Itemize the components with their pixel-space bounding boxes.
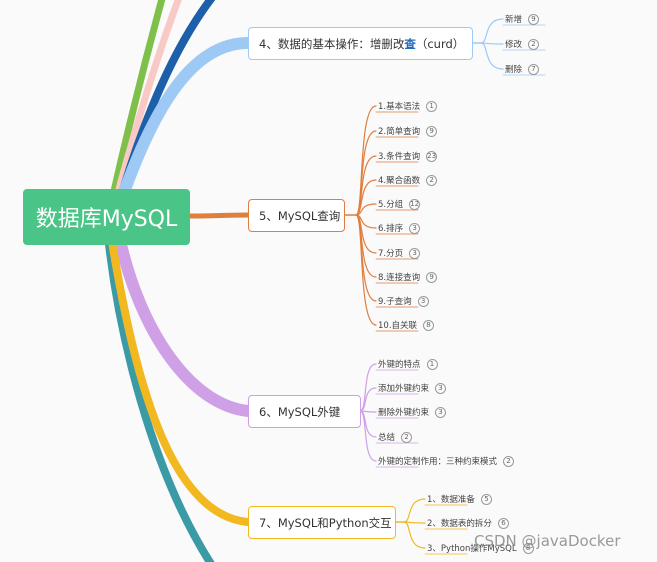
leaf-label: 3.条件查询 [378,152,421,162]
leaf-count-badge: 23 [426,150,438,162]
branch-2-leaf-edge-10 [355,214,377,326]
leaf-count-badge: 3 [435,382,447,394]
branch-label: 4、数据的基本操作：增删改 [259,36,405,51]
branch-4-leaf-edge-3 [403,521,426,549]
leaf-label: 修改 [505,40,523,50]
branch-4-leaf-edge-2 [403,521,426,524]
leaf-label: 删除外键约束 [378,408,430,418]
leaf-label: 8.连接查询 [378,273,421,283]
leaf-node[interactable]: 2、数据表的拆分 6 [427,517,509,529]
leaf-count-badge: 8 [522,542,534,554]
branch-2-leaf-edge-4 [355,179,377,216]
leaf-count-badge: 2 [426,174,438,186]
branch-1-leaf-edge-3 [480,42,504,70]
leaf-count-badge: 8 [423,319,435,331]
leaf-node[interactable]: 8.连接查询 9 [378,271,438,283]
branch-label: 5、MySQL查询 [259,208,341,223]
branch-1-leaf-edge-1 [480,18,504,44]
leaf-node[interactable]: 6.排序 3 [378,222,421,234]
leaf-label: 2.简单查询 [378,127,421,137]
branch-label: 6、MySQL外键 [259,404,341,419]
trunk-offscreen-1 [108,0,166,204]
leaf-count-badge: 9 [426,271,438,283]
leaf-label: 1、数据准备 [427,495,475,505]
branch-label-highlight: 查 [404,36,416,51]
leaf-label: 9.子查询 [378,297,412,307]
leaf-label: 添加外键约束 [378,384,430,394]
leaf-node[interactable]: 3、Python操作MySQL 8 [427,542,534,554]
leaf-label: 删除 [505,65,523,75]
leaf-count-badge: 2 [401,431,413,443]
leaf-label: 6.排序 [378,224,404,234]
leaf-label: 4.聚合函数 [378,176,421,186]
leaf-count-badge: 3 [409,222,421,234]
leaf-node[interactable]: 4.聚合函数 2 [378,174,438,186]
leaf-count-badge: 3 [435,406,447,418]
branch-node-4[interactable]: 7、MySQL和Python交互 [248,506,396,539]
trunk-offscreen-4 [104,231,215,562]
leaf-node[interactable]: 修改 2 [505,38,540,50]
leaf-node[interactable]: 9.子查询 3 [378,295,429,307]
leaf-label: 7.分页 [378,249,404,259]
leaf-node[interactable]: 删除外键约束 3 [378,406,447,418]
branch-1-leaf-edge-2 [480,42,504,45]
trunk-offscreen-2 [112,0,182,204]
leaf-node[interactable]: 2.简单查询 9 [378,125,438,137]
trunk-branch-2 [187,212,251,219]
leaf-label: 5.分组 [378,200,404,210]
leaf-label: 总结 [378,433,396,443]
branch-node-2[interactable]: 5、MySQL查询 [248,199,345,232]
leaf-count-badge: 1 [426,100,438,112]
branch-3-leaf-edge-5 [359,410,377,462]
trunk-branch-1 [116,37,254,204]
leaf-count-badge: 7 [528,63,540,75]
root-node[interactable]: 数据库MySQL [23,189,190,245]
leaf-label: 新增 [505,15,523,25]
leaf-node[interactable]: 外键的定制作用：三种约束模式 2 [378,455,515,467]
leaf-node[interactable]: 删除 7 [505,63,540,75]
trunk-branch-3 [114,234,254,417]
leaf-node[interactable]: 外键的特点 1 [378,358,438,370]
leaf-node[interactable]: 1、数据准备 5 [427,493,492,505]
leaf-count-badge: 12 [409,198,421,210]
branch-node-1[interactable]: 4、数据的基本操作：增删改查（curd） [248,27,473,60]
leaf-count-badge: 2 [503,455,515,467]
leaf-label: 外键的特点 [378,360,421,370]
trunk-branch-4 [108,238,252,526]
branch-node-3[interactable]: 6、MySQL外键 [248,395,361,428]
leaf-node[interactable]: 总结 2 [378,431,413,443]
leaf-count-badge: 1 [426,358,438,370]
watermark: CSDN @javaDocker [474,532,621,550]
leaf-node[interactable]: 添加外键约束 3 [378,382,447,394]
leaf-node[interactable]: 10.自关联 8 [378,319,435,331]
leaf-label: 外键的定制作用：三种约束模式 [378,457,498,467]
leaf-node[interactable]: 3.条件查询 23 [378,150,438,162]
leaf-count-badge: 3 [409,247,421,259]
branch-label-suffix: （curd） [415,36,465,51]
leaf-node[interactable]: 1.基本语法 1 [378,100,438,112]
leaf-count-badge: 5 [480,493,492,505]
branch-label: 7、MySQL和Python交互 [259,515,392,530]
leaf-node[interactable]: 新增 9 [505,13,540,25]
leaf-node[interactable]: 7.分页 3 [378,247,421,259]
branch-4-leaf-edge-1 [403,498,426,523]
leaf-count-badge: 2 [528,38,540,50]
leaf-node[interactable]: 5.分组 12 [378,198,421,210]
leaf-label: 2、数据表的拆分 [427,519,492,529]
leaf-count-badge: 9 [528,13,540,25]
branch-3-leaf-edge-1 [359,363,377,412]
leaf-count-badge: 9 [426,125,438,137]
leaf-label: 3、Python操作MySQL [427,544,517,554]
leaf-count-badge: 6 [497,517,509,529]
branch-2-leaf-edge-1 [355,105,377,216]
leaf-label: 10.自关联 [378,321,418,331]
leaf-count-badge: 3 [417,295,429,307]
branch-3-leaf-edge-2 [359,387,377,412]
leaf-label: 1.基本语法 [378,102,421,112]
